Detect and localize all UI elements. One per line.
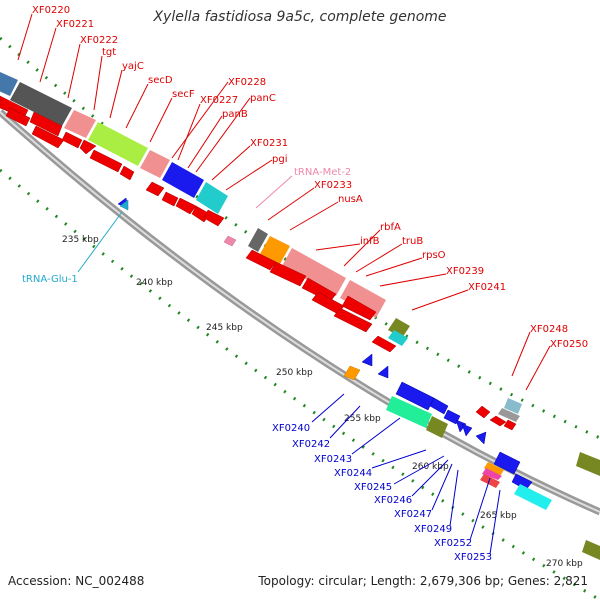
gene-label: XF0247 <box>394 509 432 520</box>
gene-label: rbfA <box>380 222 401 233</box>
gene-label: XF0241 <box>468 282 506 293</box>
kbp-tick-label: 255 kbp <box>344 414 381 424</box>
trna-label: tRNA-Glu-1 <box>22 274 78 285</box>
gene-label: XF0228 <box>228 77 266 88</box>
kbp-tick-label: 260 kbp <box>412 462 449 472</box>
gene-label: XF0227 <box>200 95 238 106</box>
reverse-gene-labels: tRNA-Glu-1 XF0240 XF0242 XF0243 XF0244 X… <box>22 211 501 563</box>
gene-label: XF0233 <box>314 180 352 191</box>
gene-label: XF0244 <box>334 468 372 479</box>
forward-gene-arrows <box>0 95 517 431</box>
gene-label: XF0249 <box>414 524 452 535</box>
accession-text: Accession: NC_002488 <box>8 574 145 588</box>
gene-label: XF0221 <box>56 19 94 30</box>
gene-label: infB <box>360 236 380 247</box>
trna-label: tRNA-Met-2 <box>294 167 351 178</box>
gene-label: tgt <box>102 47 116 58</box>
gene-label: XF0252 <box>434 538 472 549</box>
map-title: Xylella fastidiosa 9a5c, complete genome <box>153 9 447 25</box>
gene-label: XF0243 <box>314 454 352 465</box>
gene-label: XF0222 <box>80 35 118 46</box>
gene-label: panC <box>250 93 276 104</box>
kbp-tick-label: 240 kbp <box>136 278 173 288</box>
gene-label: nusA <box>338 194 363 205</box>
gene-label: truB <box>402 236 423 247</box>
kbp-tick-label: 265 kbp <box>480 511 517 521</box>
gene-label: XF0220 <box>32 5 70 16</box>
gene-label: XF0246 <box>374 495 412 506</box>
genome-summary-text: Topology: circular; Length: 2,679,306 bp… <box>258 574 588 588</box>
gene-label: XF0253 <box>454 552 492 563</box>
reverse-gene-arrows <box>117 197 533 491</box>
gene-label: panB <box>222 109 248 120</box>
gene-label: rpsO <box>422 250 446 261</box>
gene-label: pgi <box>272 154 287 165</box>
gene-label: XF0245 <box>354 482 392 493</box>
kbp-tick-label: 250 kbp <box>276 368 313 378</box>
gene-label: yajC <box>122 61 144 72</box>
cog-feature-blocks <box>0 72 600 560</box>
gene-label: XF0250 <box>550 339 588 350</box>
gene-label: XF0239 <box>446 266 484 277</box>
kbp-ticks: 235 kbp 240 kbp 245 kbp 250 kbp 255 kbp … <box>62 235 583 569</box>
gene-label: secD <box>148 75 173 86</box>
gene-label: XF0248 <box>530 324 568 335</box>
gene-label: XF0231 <box>250 138 288 149</box>
kbp-tick-label: 270 kbp <box>546 559 583 569</box>
kbp-tick-label: 235 kbp <box>62 235 99 245</box>
kbp-tick-label: 245 kbp <box>206 323 243 333</box>
forward-gene-labels: XF0220 XF0221 XF0222 tgt yajC secD secF … <box>17 5 588 391</box>
gene-label: secF <box>172 89 195 100</box>
reverse-cog-blocks <box>386 396 552 510</box>
gene-label: XF0242 <box>292 439 330 450</box>
gene-label: XF0240 <box>272 423 310 434</box>
